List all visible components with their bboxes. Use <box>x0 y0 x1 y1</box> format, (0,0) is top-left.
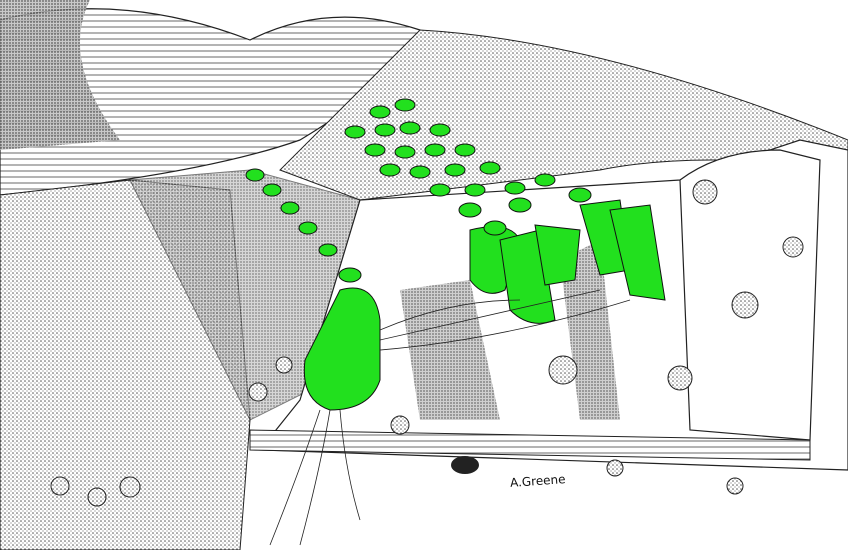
inner-hair-cell <box>303 287 381 411</box>
nerve-fibres <box>269 289 631 546</box>
spiral-vessel <box>451 456 479 474</box>
stereocilia-bundles <box>245 98 592 283</box>
membrane-shadow <box>0 0 120 150</box>
basilar-membrane <box>249 429 811 461</box>
nuclei <box>50 179 804 507</box>
outer-hair-cells <box>469 199 666 324</box>
pillar-shading <box>400 240 620 420</box>
